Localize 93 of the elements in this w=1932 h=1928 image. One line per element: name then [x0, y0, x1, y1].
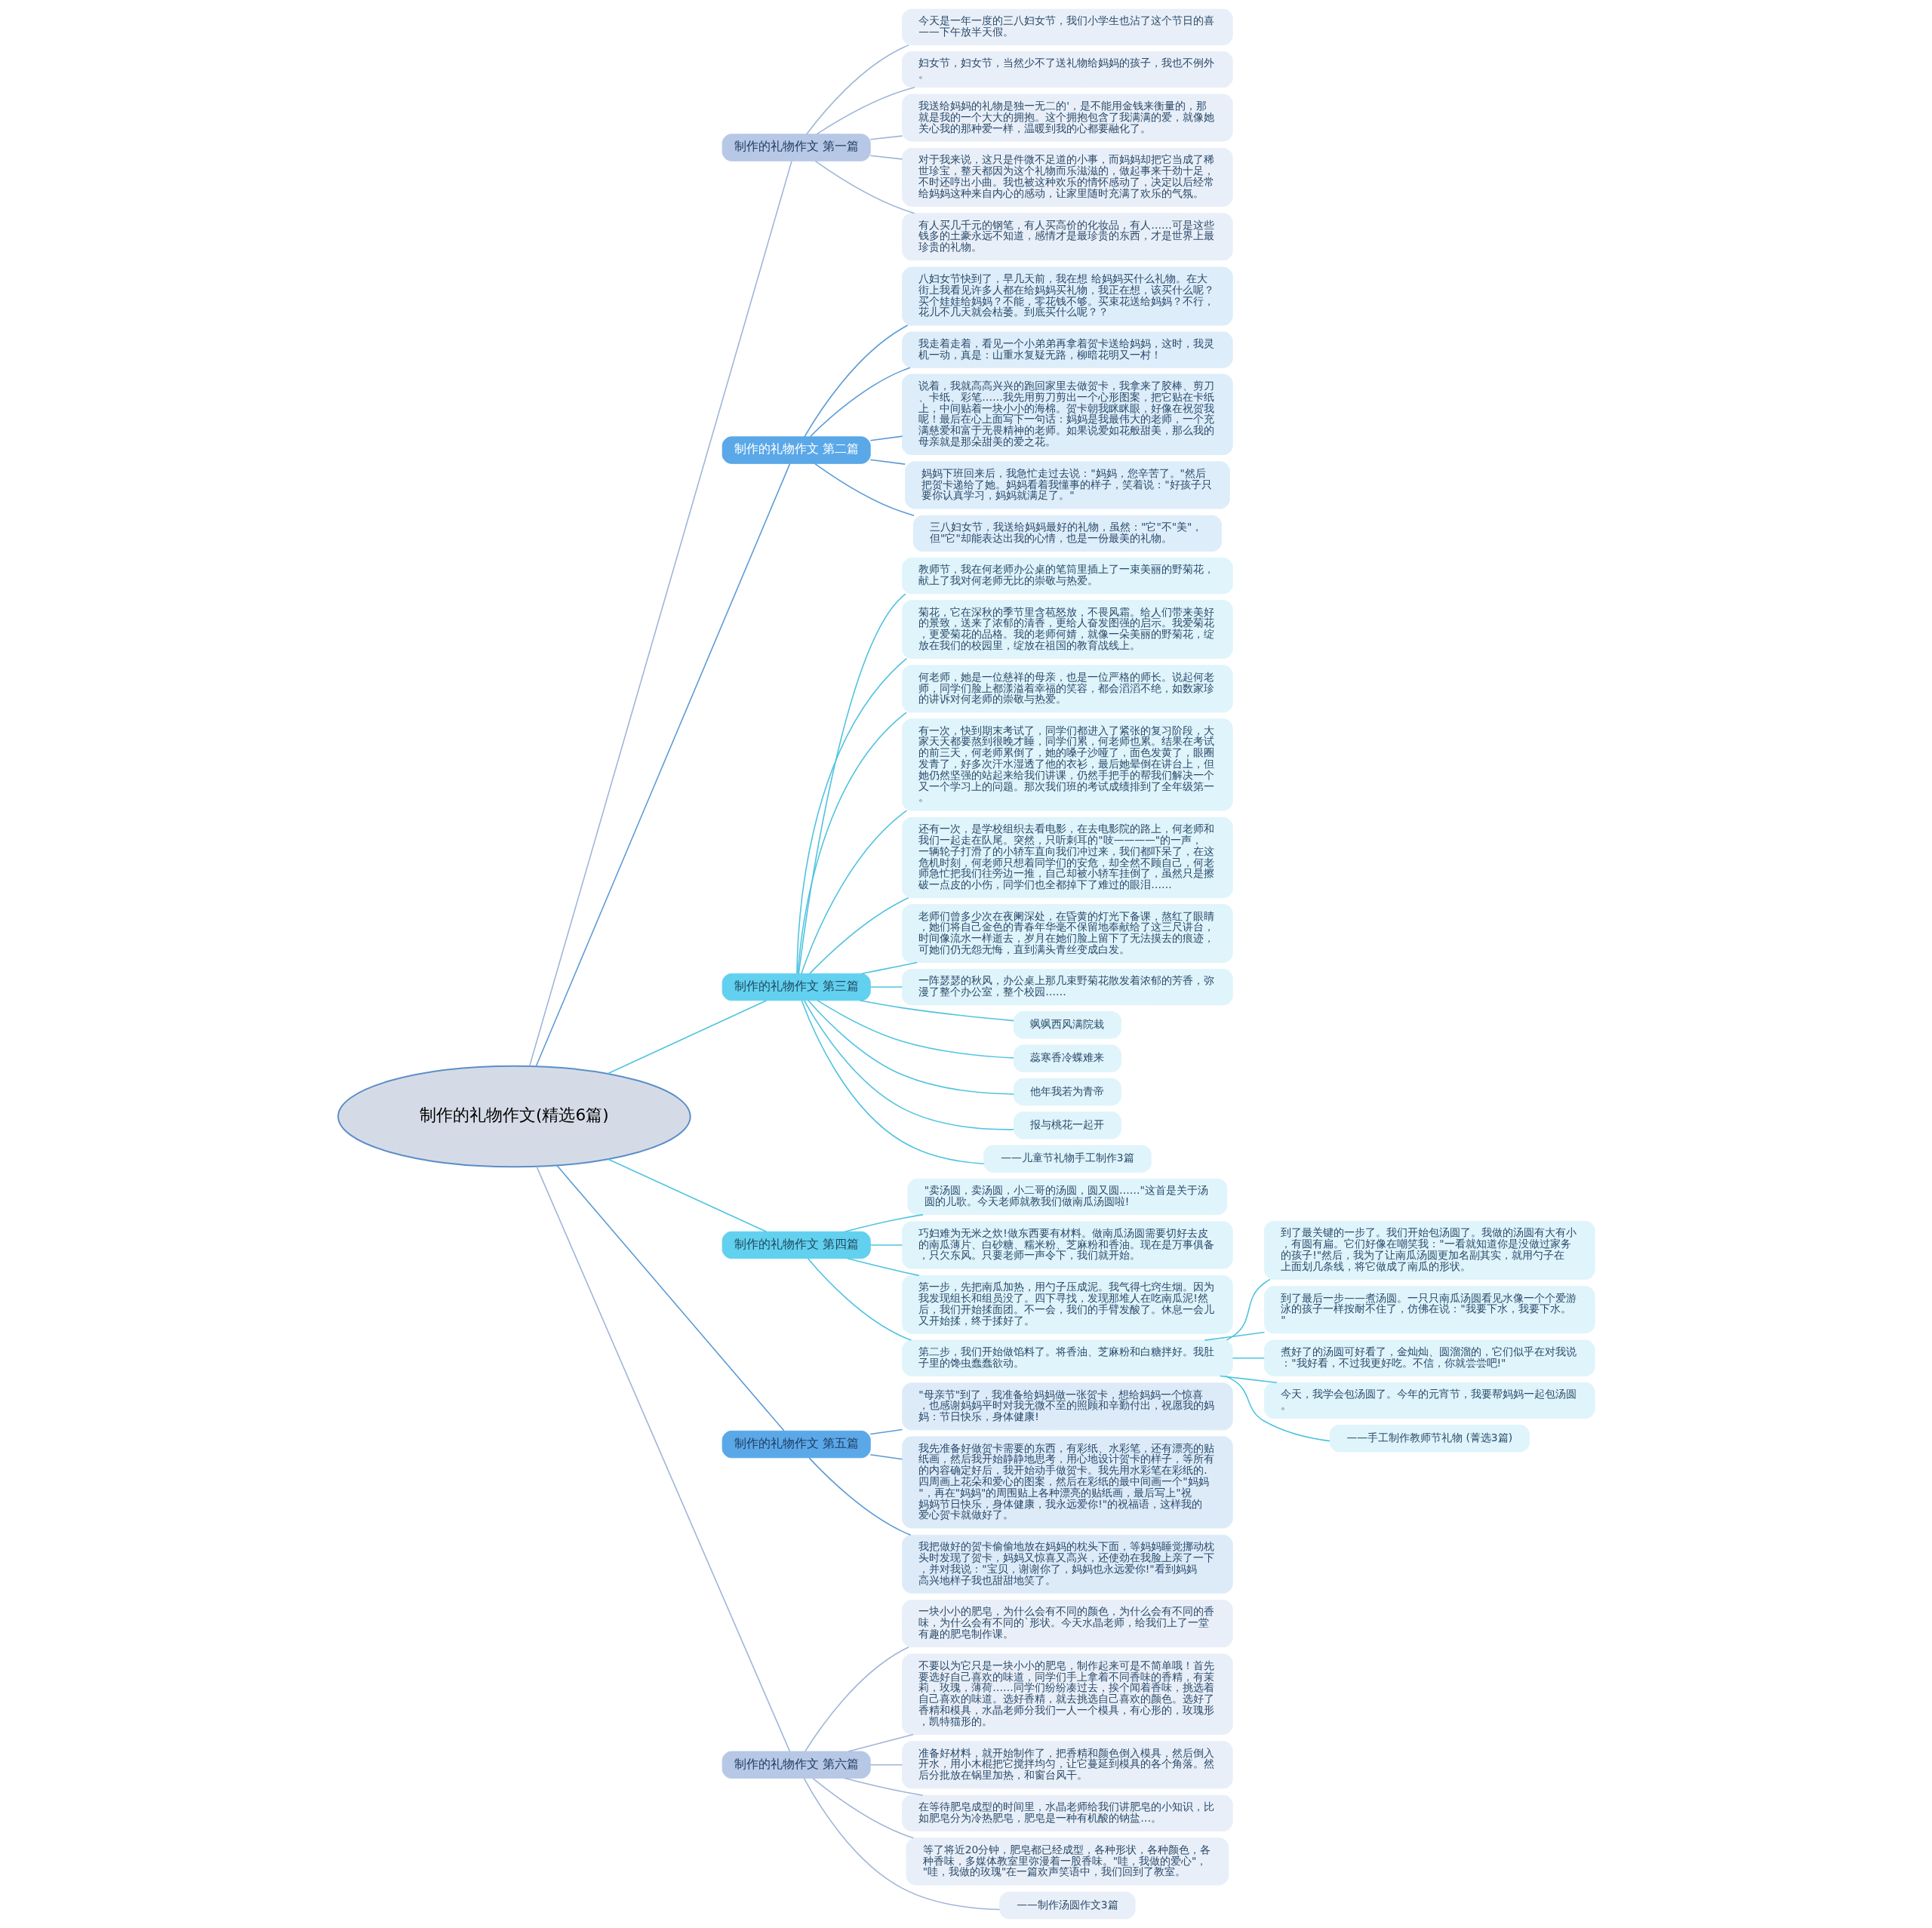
connector	[869, 1453, 903, 1460]
node-box: 妇女节，妇女节，当然少不了送礼物给妈妈的孩子，我也不例外。	[901, 51, 1233, 88]
node-box: 准备好材料，就开始制作了，把香精和颜色倒入模具，然后倒入开水，用小木棍把它搅拌均匀，让它蔓延到模具的各个角落。然后分批放在锅里加热，和窗台风干。	[901, 1741, 1233, 1789]
node-box: 我把做好的贺卡偷偷地放在妈妈的枕头下面，等妈妈睡觉挪动枕头时发现了贺卡，妈妈又惊喜又高兴，还使劲在我脸上亲了一下，并对我说："宝贝，谢谢你了，妈妈也永远爱你!"看到妈妈高兴地样子我也甜甜地笑了。	[901, 1534, 1233, 1594]
node-box: 煮好了的汤圆可好看了，金灿灿、圆溜溜的，它们似乎在对我说："我好看，不过我更好吃。不信，你就尝尝吧!"	[1263, 1339, 1595, 1376]
connector	[869, 155, 903, 160]
node-box: 教师节，我在何老师办公桌的笔筒里插上了一束美丽的野菊花，献上了我对何老师无比的崇敬与热爱。	[901, 557, 1233, 595]
connector	[844, 1777, 924, 1796]
node-box: 还有一次，是学校组织去看电影，在去电影院的路上，何老师和我们一起走在队尾。突然，只听刺耳的"吱————"的一声，一辆轮子打滑了的小轿车直向我们冲过来，我们都吓呆了，在这危机时刻，何老师只想着同学们的安危，却全然不顾自己，何老师急忙把我们往旁边一推，自己却被小轿车挂倒了，虽然只是擦破一点皮的小伤，同学们也全都掉下了难过的眼泪……	[901, 816, 1233, 899]
connector	[795, 657, 907, 974]
connector	[808, 1457, 911, 1536]
node-box: ——制作汤圆作文3篇	[998, 1891, 1136, 1920]
connector	[535, 1166, 790, 1752]
connector	[607, 1158, 767, 1232]
connector	[847, 1733, 914, 1752]
connector	[869, 135, 903, 140]
connector	[535, 463, 790, 1067]
node-box: 飒飒西风满院栽	[1013, 1011, 1121, 1039]
connector	[869, 459, 906, 465]
connector	[807, 1258, 912, 1341]
node-box: 我先准备好做贺卡需要的东西，有彩纸、水彩笔，还有漂亮的贴纸画，然后我开始静静地思考，用心地设计贺卡的样子，等所有的内容确定好后，我开始动手做贺卡。我先用水彩笔在彩纸的.四周画上花朵和爱心的图案，然后在彩纸的最中间画一个"妈妈"，再在"妈妈"的周围贴上各种漂亮的贴纸画，最后写上"祝妈妈节日快乐，身体健康，我永远爱你!"的祝福语，这样我的爱心贺卡就做好了。	[901, 1436, 1233, 1529]
connector	[805, 44, 909, 135]
connector	[796, 712, 907, 975]
node-box: 今天，我学会包汤圆了。今年的元宵节，我要帮妈妈一起包汤圆。	[1263, 1382, 1595, 1419]
node-box: "卖汤圆，卖汤圆，小二哥的汤圆，圆又圆……"这首是关于汤圆的儿歌。今天老师就教我们做南瓜汤圆啦!	[907, 1178, 1227, 1216]
connector	[804, 1646, 909, 1752]
connector	[816, 86, 915, 135]
connector	[859, 1000, 1014, 1022]
connector	[809, 367, 911, 438]
node-box: 何老师，她是一位慈祥的母亲，也是一位严格的师长。说起何老师，同学们脸上都漾溢着幸福的笑容，都会滔滔不绝，如数家珍的讲诉对何老师的崇敬与热爱。	[901, 665, 1233, 713]
connector	[1204, 1331, 1265, 1341]
node-ellipse: 制作的礼物作文(精选6篇)	[337, 1065, 691, 1168]
node-box: 一阵瑟瑟的秋风，办公桌上那几束野菊花散发着浓郁的芳香，弥漫了整个办公室，整个校园……	[901, 968, 1233, 1006]
node-box: 三八妇女节，我送给妈妈最好的礼物，虽然："它"不"美"，但"它"却能表达出我的心情，也是一份最美的礼物。	[912, 515, 1222, 552]
connector	[846, 1257, 919, 1277]
node-box: 他年我若为青帝	[1013, 1078, 1121, 1106]
node-box: ——儿童节礼物手工制作3篇	[983, 1145, 1152, 1173]
connector	[1224, 1375, 1331, 1442]
node-box: "母亲节"到了，我准备给妈妈做一张贺卡，想给妈妈一个惊喜，也感谢妈妈平时对我无微不至的照顾和辛勤付出，祝愿我的妈妈：节日快乐，身体健康!	[901, 1382, 1233, 1431]
node-box: 制作的礼物作文 第三篇	[721, 973, 871, 1001]
connector	[800, 810, 907, 974]
node-box: 制作的礼物作文 第二篇	[721, 436, 871, 464]
connector	[1219, 1375, 1278, 1384]
node-box: 我送给妈妈的礼物是独一无二的'，是不能用金钱来衡量的，那就是我的一个大大的拥抱。这个拥抱包含了我满满的爱，就像她关心我的那种爱一样，温暖到我的心都要融化了。	[901, 94, 1233, 142]
connector	[801, 1000, 984, 1165]
node-box: 对于我来说，这只是件微不足道的小事，而妈妈却把它当成了稀世珍宝，整天都因为这个礼物而乐滋滋的，做起事来干劲十足，不时还哼出小曲。我也被这种欢乐的情怀感动了，决定以后经常给妈妈这种来自内心的感动，让家里随时充满了欢乐的气氛。	[901, 148, 1233, 207]
connector	[607, 1000, 767, 1075]
node-box: 一块小小的肥皂，为什么会有不同的颜色，为什么会有不同的香味，为什么会有不同的`形状。今天水晶老师，给我们上了一堂有趣的肥皂制作课。	[901, 1600, 1233, 1648]
connector	[814, 160, 915, 214]
connector	[869, 986, 903, 988]
connector	[812, 1778, 914, 1839]
node-box: 妈妈下班回来后，我急忙走过去说："妈妈，您辛苦了。"然后把贺卡递给了她。妈妈看着我懂事的样子，笑着说："好孩子只要你认真学习，妈妈就满足了。"	[904, 461, 1230, 509]
connector	[869, 435, 903, 441]
connector	[528, 160, 792, 1067]
node-box: 巧妇难为无米之炊!做东西要有材料。做南瓜汤圆需要切好去皮的南瓜薄片、白砂糖、糯米粉、芝麻粉和香油。现在是万事俱备，只欠东风。只要老师一声令下，我们就开始。	[901, 1221, 1233, 1269]
node-box: 老师们曾多少次在夜阑深处，在昏黄的灯光下备课，熬红了眼睛，她们将自己金色的青春年华毫不保留地奉献给了这三尺讲台，时间像流水一样逝去，岁月在她们脸上留下了无法摸去的痕迹，可她们仍无怨无悔，直到满头青丝变成白发。	[901, 904, 1233, 964]
node-box: 第一步，先把南瓜加热，用勺子压成泥。我气得七窍生烟。因为我发现组长和组员没了。四下寻找，发现那堆人在吃南瓜泥!然后，我们开始揉面团。不一会，我们的手臂发酸了。休息一会儿又开始揉，终于揉好了。	[901, 1275, 1233, 1334]
connector	[869, 1428, 903, 1435]
connector	[803, 1777, 1000, 1911]
node-box: 报与桃花一起开	[1013, 1112, 1121, 1139]
node-box: 到了最关键的一步了。我们开始包汤圆了。我做的汤圆有大有小，有圆有扁。它们好像在嘲笑我："一看就知道你是没做过家务的孩子!"然后，我为了让南瓜汤圆更加名副其实，就用勺子在上面划几条线，将它做成了南瓜的形状。	[1263, 1220, 1595, 1280]
node-box: 有人买几千元的钢笔，有人买高价的化妆品，有人……可是这些钱多的土豪永远不知道，感情才是最珍贵的东西，才是世界上最珍贵的礼物。	[901, 213, 1233, 261]
connector	[869, 1764, 903, 1766]
node-box: 我走着走着，看见一个小弟弟再拿着贺卡送给妈妈，这时，我灵机一动，真是：山重水复疑无路，柳暗花明又一村！	[901, 331, 1233, 368]
connector	[1232, 1358, 1265, 1359]
node-box: 制作的礼物作文 第五篇	[721, 1430, 871, 1459]
connector	[860, 961, 918, 975]
connector	[803, 324, 909, 438]
connector	[803, 1000, 1014, 1130]
node-box: 到了最后一步——煮汤圆。一只只南瓜汤圆看见水像一个个爱游泳的孩子一样按耐不住了，仿佛在说："我要下水，我要下水。"	[1263, 1286, 1595, 1334]
node-box: 今天是一年一度的三八妇女节，我们小学生也沾了这个节日的喜——下午放半天假。	[901, 8, 1233, 46]
connector	[555, 1164, 785, 1431]
node-box: 蕊寒香冷蝶难来	[1013, 1044, 1121, 1072]
connector	[844, 1213, 924, 1232]
node-box: 制作的礼物作文 第一篇	[721, 134, 871, 161]
connector	[807, 1000, 1014, 1095]
node-box: 说着，我就高高兴兴的跑回家里去做贺卡，我拿来了胶棒、剪刀、卡纸、彩笔……我先用剪刀剪出一个心形图案，把它贴在卡纸上，中间贴着一块小小的海棉。贺卡朝我眯眯眼，好像在祝贺我呢！最后在心上面写下一句话：妈妈是我最伟大的老师，一个充满慈爱和富于无畏精神的老师。如果说爱如花般甜美，那么我的母亲就是那朵甜美的爱之花。	[901, 374, 1233, 455]
connector	[808, 897, 909, 974]
node-box: 有一次，快到期末考试了，同学们都进入了紧张的复习阶段，大家天天都要熬到很晚才睡，同学们累，何老师也累。结果在考试的前三天，何老师累倒了，她的嗓子沙哑了，面色发黄了，眼圈发青了，好多次汗水湿透了他的衣衫，最后她晕倒在讲台上，但她仍然坚强的站起来给我们讲课，仍然手把手的帮我们解决一个又一个学习上的问题。那次我们班的考试成绩排到了全年级第一。	[901, 718, 1233, 811]
node-box: ——手工制作教师节礼物 (菁选3篇)	[1329, 1424, 1530, 1453]
connector	[814, 463, 915, 517]
node-box: 等了将近20分钟，肥皂都已经成型，各种形状，各种颜色，各种香味，多媒体教室里弥漫着一股香味。"哇，我做的爱心"，"哇，我做的玫瑰"在一篇欢声笑语中，我们回到了教室。	[906, 1837, 1229, 1886]
node-box: 第二步，我们开始做馅料了。将香油、芝麻粉和白糖拌好。我肚子里的馋虫蠢蠢欲动。	[901, 1339, 1233, 1376]
node-box: 在等待肥皂成型的时间里，水晶老师给我们讲肥皂的小知识，比如肥皂分为冷热肥皂，肥皂是一种有机酸的钠盐…。	[901, 1794, 1233, 1831]
node-box: 不要以为它只是一块小小的肥皂，制作起来可是不简单哦！首先要选好自己喜欢的味道，同学们手上拿着不同香味的香精，有茉莉，玫瑰，薄荷……同学们纷纷凑过去，挨个闻着香味，挑选着自己喜欢的味道。选好香精，就去挑选自己喜欢的颜色。选好了香精和模具，水晶老师分我们一人一个模具，有心形的，玫瑰形，凯特猫形的。	[901, 1653, 1233, 1735]
connector	[816, 1000, 1014, 1059]
connector	[869, 1244, 903, 1246]
connector	[1226, 1278, 1271, 1341]
node-box: 菊花，它在深秋的季节里含苞怒放，不畏风霜。给人们带来美好的景致，送来了浓郁的清香，更给人奋发图强的启示。我爱菊花，更爱菊花的品格。我的老师何婧，就像一朵美丽的野菊花，绽放在我们的校园里，绽放在祖国的教育战线上。	[901, 600, 1233, 659]
node-box: 制作的礼物作文 第四篇	[721, 1231, 871, 1259]
node-box: 八妇女节快到了，早几天前，我在想 给妈妈买什么礼物。在大街上我看见许多人都在给妈妈买礼物，我正在想，该买什么呢？买个娃娃给妈妈？不能，零花钱不够。买束花送给妈妈？不行，花儿不几天就会枯萎。到底买什么呢？？	[901, 266, 1233, 326]
connector	[798, 593, 906, 974]
node-box: 制作的礼物作文 第六篇	[721, 1751, 871, 1779]
